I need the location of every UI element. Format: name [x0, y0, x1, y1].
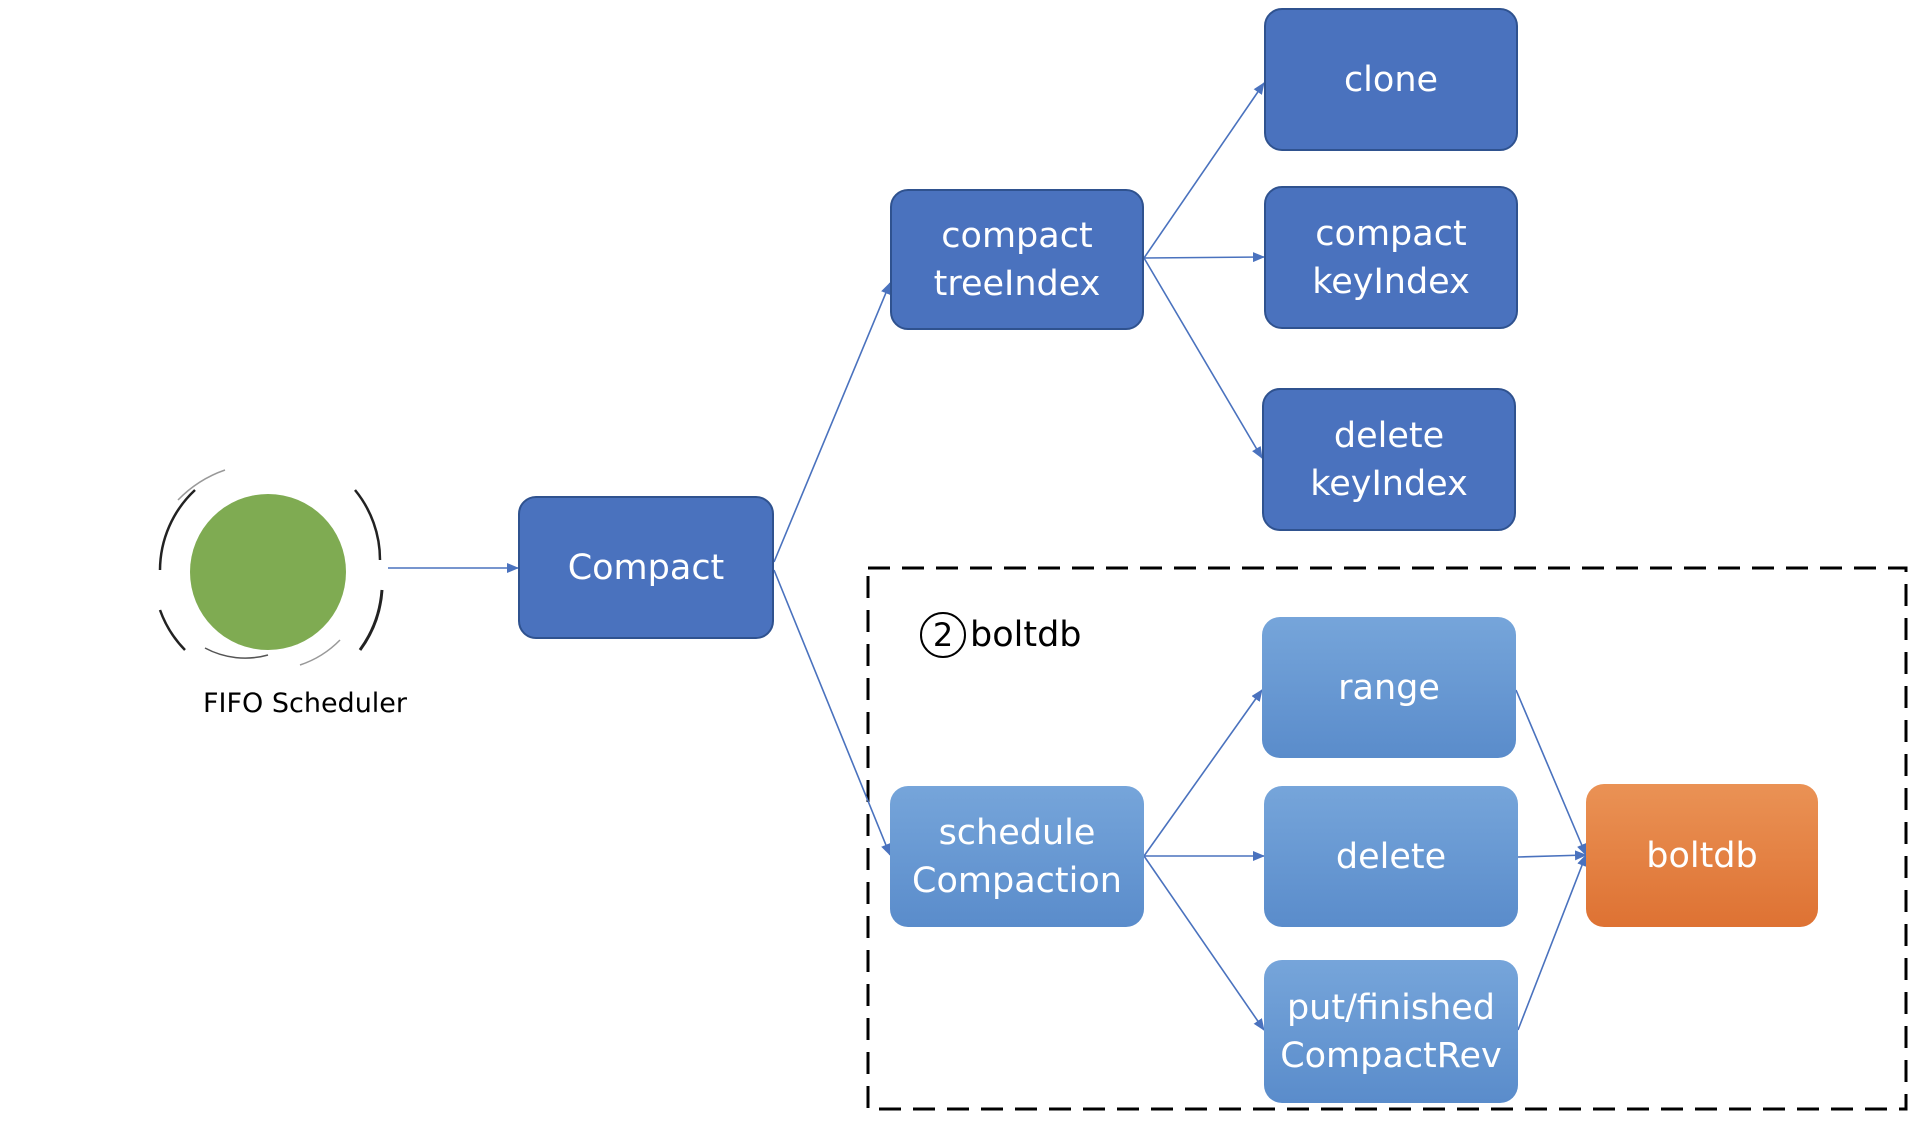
delete-key-index-line-1: delete	[1333, 415, 1445, 456]
delete-node-line-1: delete	[1335, 836, 1447, 877]
clone-node-text: clone	[1344, 56, 1438, 104]
compact-node: Compact	[518, 496, 774, 639]
boltdb-group-title: 2 boltdb	[920, 612, 1082, 658]
boltdb-node-line-1: boltdb	[1646, 835, 1758, 876]
boltdb-node-text: boltdb	[1646, 832, 1758, 880]
edge-group	[388, 82, 1587, 1031]
range-node-line-1: range	[1338, 667, 1440, 708]
compact-node-text: Compact	[568, 544, 725, 592]
delete-node: delete	[1264, 786, 1518, 927]
edge-schedule-compaction-to-range	[1143, 689, 1263, 857]
edge-delete-to-boltdb	[1517, 850, 1587, 861]
put-finished-compact-rev-node-text: put/finished CompactRev	[1280, 984, 1502, 1080]
compact-tree-index-line-2: treeIndex	[933, 263, 1101, 304]
range-node-text: range	[1338, 664, 1440, 712]
edge-compact-to-schedule-compaction	[773, 569, 891, 856]
delete-node-text: delete	[1336, 833, 1446, 881]
clone-node-line-1: clone	[1343, 59, 1439, 100]
put-finished-line-2: CompactRev	[1280, 1035, 1502, 1076]
clone-node: clone	[1264, 8, 1518, 151]
compact-key-index-line-1: compact	[1315, 213, 1467, 254]
schedule-compaction-line-1: schedule	[938, 812, 1096, 853]
circled-number-badge: 2	[920, 612, 966, 658]
put-finished-compact-rev-node: put/finished CompactRev	[1264, 960, 1518, 1103]
put-finished-line-1: put/finished	[1286, 987, 1496, 1028]
schedule-compaction-node-text: schedule Compaction	[912, 809, 1122, 905]
schedule-compaction-line-2: Compaction	[912, 860, 1122, 901]
compact-key-index-line-2: keyIndex	[1312, 261, 1470, 302]
delete-key-index-node-text: delete keyIndex	[1310, 412, 1468, 508]
compact-key-index-node-text: compact keyIndex	[1312, 210, 1470, 306]
edge-range-to-boltdb	[1515, 689, 1587, 856]
delete-key-index-line-2: keyIndex	[1310, 463, 1468, 504]
boltdb-group-border	[866, 566, 1908, 1111]
fifo-scheduler-label: FIFO Scheduler	[202, 688, 408, 719]
schedule-compaction-node: schedule Compaction	[890, 786, 1144, 927]
edge-put-finished-to-boltdb	[1517, 854, 1587, 1031]
edge-tree-index-to-delete-key-index	[1143, 257, 1263, 459]
compact-key-index-node: compact keyIndex	[1264, 186, 1518, 329]
edge-compact-to-tree-index	[773, 282, 891, 563]
range-node: range	[1262, 617, 1516, 758]
compact-node-line-1: Compact	[567, 547, 725, 588]
edge-tree-index-to-clone	[1143, 82, 1265, 259]
compact-tree-index-line-1: compact	[941, 215, 1093, 256]
boltdb-group-title-text: boltdb	[970, 615, 1082, 655]
edge-schedule-compaction-to-put-finished	[1143, 855, 1265, 1031]
scheduler-icon	[158, 469, 384, 666]
compact-tree-index-node: compact treeIndex	[890, 189, 1144, 330]
boltdb-node: boltdb	[1586, 784, 1818, 927]
compact-tree-index-node-text: compact treeIndex	[934, 212, 1101, 308]
delete-key-index-node: delete keyIndex	[1262, 388, 1516, 531]
edge-tree-index-to-compact-key-index	[1143, 252, 1265, 263]
